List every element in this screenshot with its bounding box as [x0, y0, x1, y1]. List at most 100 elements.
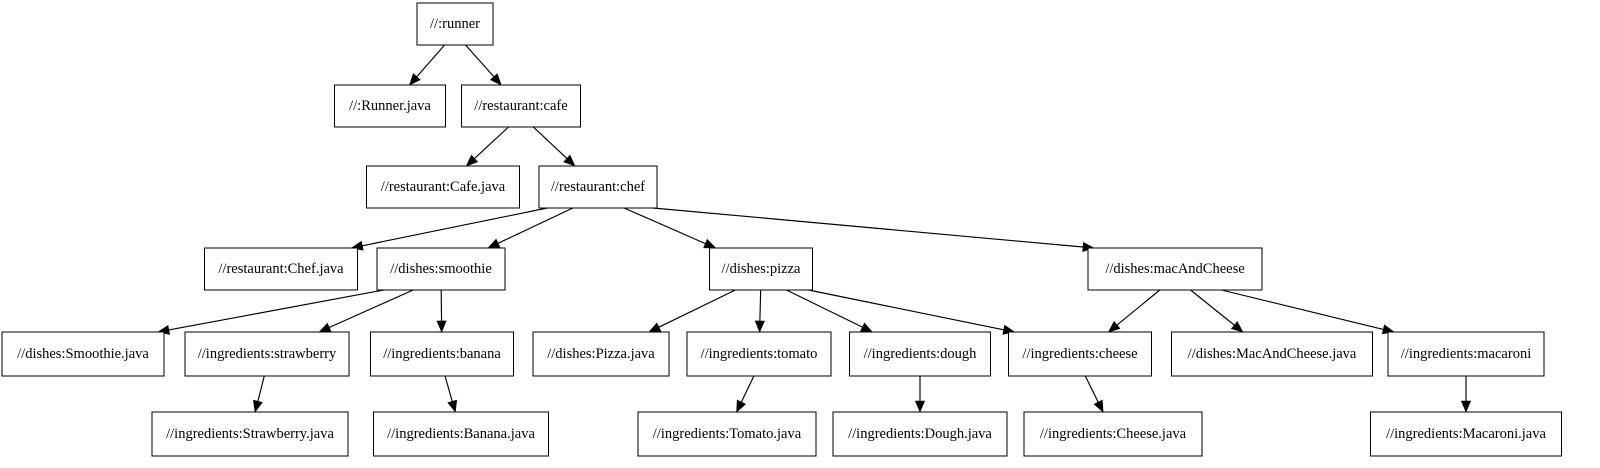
node-box[interactable]	[1087, 247, 1263, 291]
node-box[interactable]	[416, 2, 494, 46]
graph-node-restaurant_cafe[interactable]: //restaurant:cafe	[461, 84, 581, 128]
node-label: //ingredients:Strawberry.java	[166, 426, 334, 442]
graph-node-dishes_pizza[interactable]: //dishes:pizza	[709, 247, 813, 291]
graph-node-strawberry_java[interactable]: //ingredients:Strawberry.java	[151, 411, 349, 457]
graph-node-chef_java[interactable]: //restaurant:Chef.java	[204, 247, 358, 291]
graph-node-ing_tomato[interactable]: //ingredients:tomato	[686, 331, 832, 377]
arrowhead-icon	[703, 238, 717, 249]
graph-edge	[436, 289, 447, 333]
graph-edge	[623, 207, 717, 249]
node-box[interactable]	[849, 331, 991, 377]
node-box[interactable]	[1387, 331, 1545, 377]
graph-edge	[736, 375, 755, 413]
node-label: //ingredients:Macaroni.java	[1386, 426, 1546, 442]
graph-edge	[350, 207, 548, 251]
graph-node-ing_macaroni[interactable]: //ingredients:macaroni	[1387, 331, 1545, 377]
graph-node-macandcheese_java[interactable]: //dishes:MacAndCheese.java	[1171, 331, 1373, 377]
node-box[interactable]	[151, 411, 349, 457]
node-label: //ingredients:dough	[864, 346, 978, 362]
arrowhead-icon	[914, 400, 926, 413]
node-box[interactable]	[376, 247, 506, 291]
arrowhead-icon	[252, 399, 263, 413]
node-box[interactable]	[832, 411, 1008, 457]
graph-node-macaroni_java[interactable]: //ingredients:Macaroni.java	[1370, 411, 1562, 457]
node-label: //restaurant:chef	[551, 179, 645, 195]
node-box[interactable]	[1171, 331, 1373, 377]
graph-edge	[444, 375, 458, 413]
node-label: //ingredients:Tomato.java	[653, 426, 802, 442]
graph-node-cafe_java[interactable]: //restaurant:Cafe.java	[366, 165, 520, 209]
node-box[interactable]	[373, 411, 549, 457]
graph-edge	[808, 289, 1016, 335]
node-box[interactable]	[538, 165, 658, 209]
arrowhead-icon	[563, 154, 576, 167]
node-box[interactable]	[1, 331, 165, 377]
graph-node-runner[interactable]: //:runner	[416, 2, 494, 46]
arrowhead-icon	[487, 238, 501, 249]
arrowhead-icon	[436, 320, 447, 333]
node-box[interactable]	[1370, 411, 1562, 457]
node-box[interactable]	[204, 247, 358, 291]
arrowhead-icon	[648, 322, 662, 333]
node-label: //:runner	[430, 16, 480, 32]
arrowhead-icon	[754, 320, 765, 333]
graph-node-dough_java[interactable]: //ingredients:Dough.java	[832, 411, 1008, 457]
graph-edge	[786, 289, 873, 333]
arrowhead-icon	[408, 73, 421, 86]
arrowhead-icon	[1230, 320, 1244, 333]
node-label: //restaurant:Chef.java	[218, 261, 344, 277]
node-label: //:Runner.java	[349, 98, 431, 114]
node-box[interactable]	[370, 331, 514, 377]
graph-node-banana_java[interactable]: //ingredients:Banana.java	[373, 411, 549, 457]
graph-edge	[1221, 289, 1395, 335]
node-box[interactable]	[461, 84, 581, 128]
node-box[interactable]	[184, 331, 350, 377]
node-label: //dishes:macAndCheese	[1105, 261, 1244, 277]
arrowhead-icon	[1093, 399, 1104, 413]
graph-node-ing_cheese[interactable]: //ingredients:cheese	[1008, 331, 1152, 377]
node-box[interactable]	[1008, 331, 1152, 377]
arrowhead-icon	[465, 154, 479, 167]
graph-edge	[648, 289, 736, 333]
node-box[interactable]	[1023, 411, 1203, 457]
node-box[interactable]	[709, 247, 813, 291]
graph-node-smoothie_java[interactable]: //dishes:Smoothie.java	[1, 331, 165, 377]
graph-edge	[252, 375, 265, 413]
arrowhead-icon	[318, 322, 332, 333]
graph-edge	[318, 289, 414, 333]
graph-node-ing_banana[interactable]: //ingredients:banana	[370, 331, 514, 377]
graph-edge	[1190, 289, 1244, 333]
graph-node-restaurant_chef[interactable]: //restaurant:chef	[538, 165, 658, 209]
graph-node-pizza_java[interactable]: //dishes:Pizza.java	[532, 331, 670, 377]
node-box[interactable]	[686, 331, 832, 377]
arrowhead-icon	[1460, 400, 1472, 413]
node-box[interactable]	[366, 165, 520, 209]
graph-node-ing_strawberry[interactable]: //ingredients:strawberry	[184, 331, 350, 377]
graph-node-cheese_java[interactable]: //ingredients:Cheese.java	[1023, 411, 1203, 457]
node-box[interactable]	[532, 331, 670, 377]
arrowhead-icon	[1107, 320, 1121, 333]
graph-edge	[754, 289, 765, 333]
node-label: //dishes:Smoothie.java	[17, 346, 149, 362]
node-label: //dishes:Pizza.java	[547, 346, 655, 362]
graph-edge	[465, 44, 502, 86]
graph-node-tomato_java[interactable]: //ingredients:Tomato.java	[637, 411, 817, 457]
node-box[interactable]	[334, 84, 446, 128]
arrowhead-icon	[859, 322, 873, 333]
graph-node-ing_dough[interactable]: //ingredients:dough	[849, 331, 991, 377]
node-label: //ingredients:banana	[383, 346, 501, 362]
node-box[interactable]	[637, 411, 817, 457]
graph-edge	[1460, 376, 1472, 413]
node-label: //ingredients:strawberry	[198, 346, 337, 362]
graph-node-runner_java[interactable]: //:Runner.java	[334, 84, 446, 128]
node-label: //ingredients:macaroni	[1401, 346, 1531, 362]
graph-node-dishes_macandcheese[interactable]: //dishes:macAndCheese	[1087, 247, 1263, 291]
arrowhead-icon	[489, 73, 502, 86]
graph-edge	[652, 207, 1095, 253]
arrowhead-icon	[736, 399, 747, 413]
node-label: //restaurant:Cafe.java	[381, 179, 506, 195]
node-label: //ingredients:Dough.java	[848, 426, 992, 442]
node-label: //ingredients:Cheese.java	[1040, 426, 1187, 442]
graph-node-dishes_smoothie[interactable]: //dishes:smoothie	[376, 247, 506, 291]
